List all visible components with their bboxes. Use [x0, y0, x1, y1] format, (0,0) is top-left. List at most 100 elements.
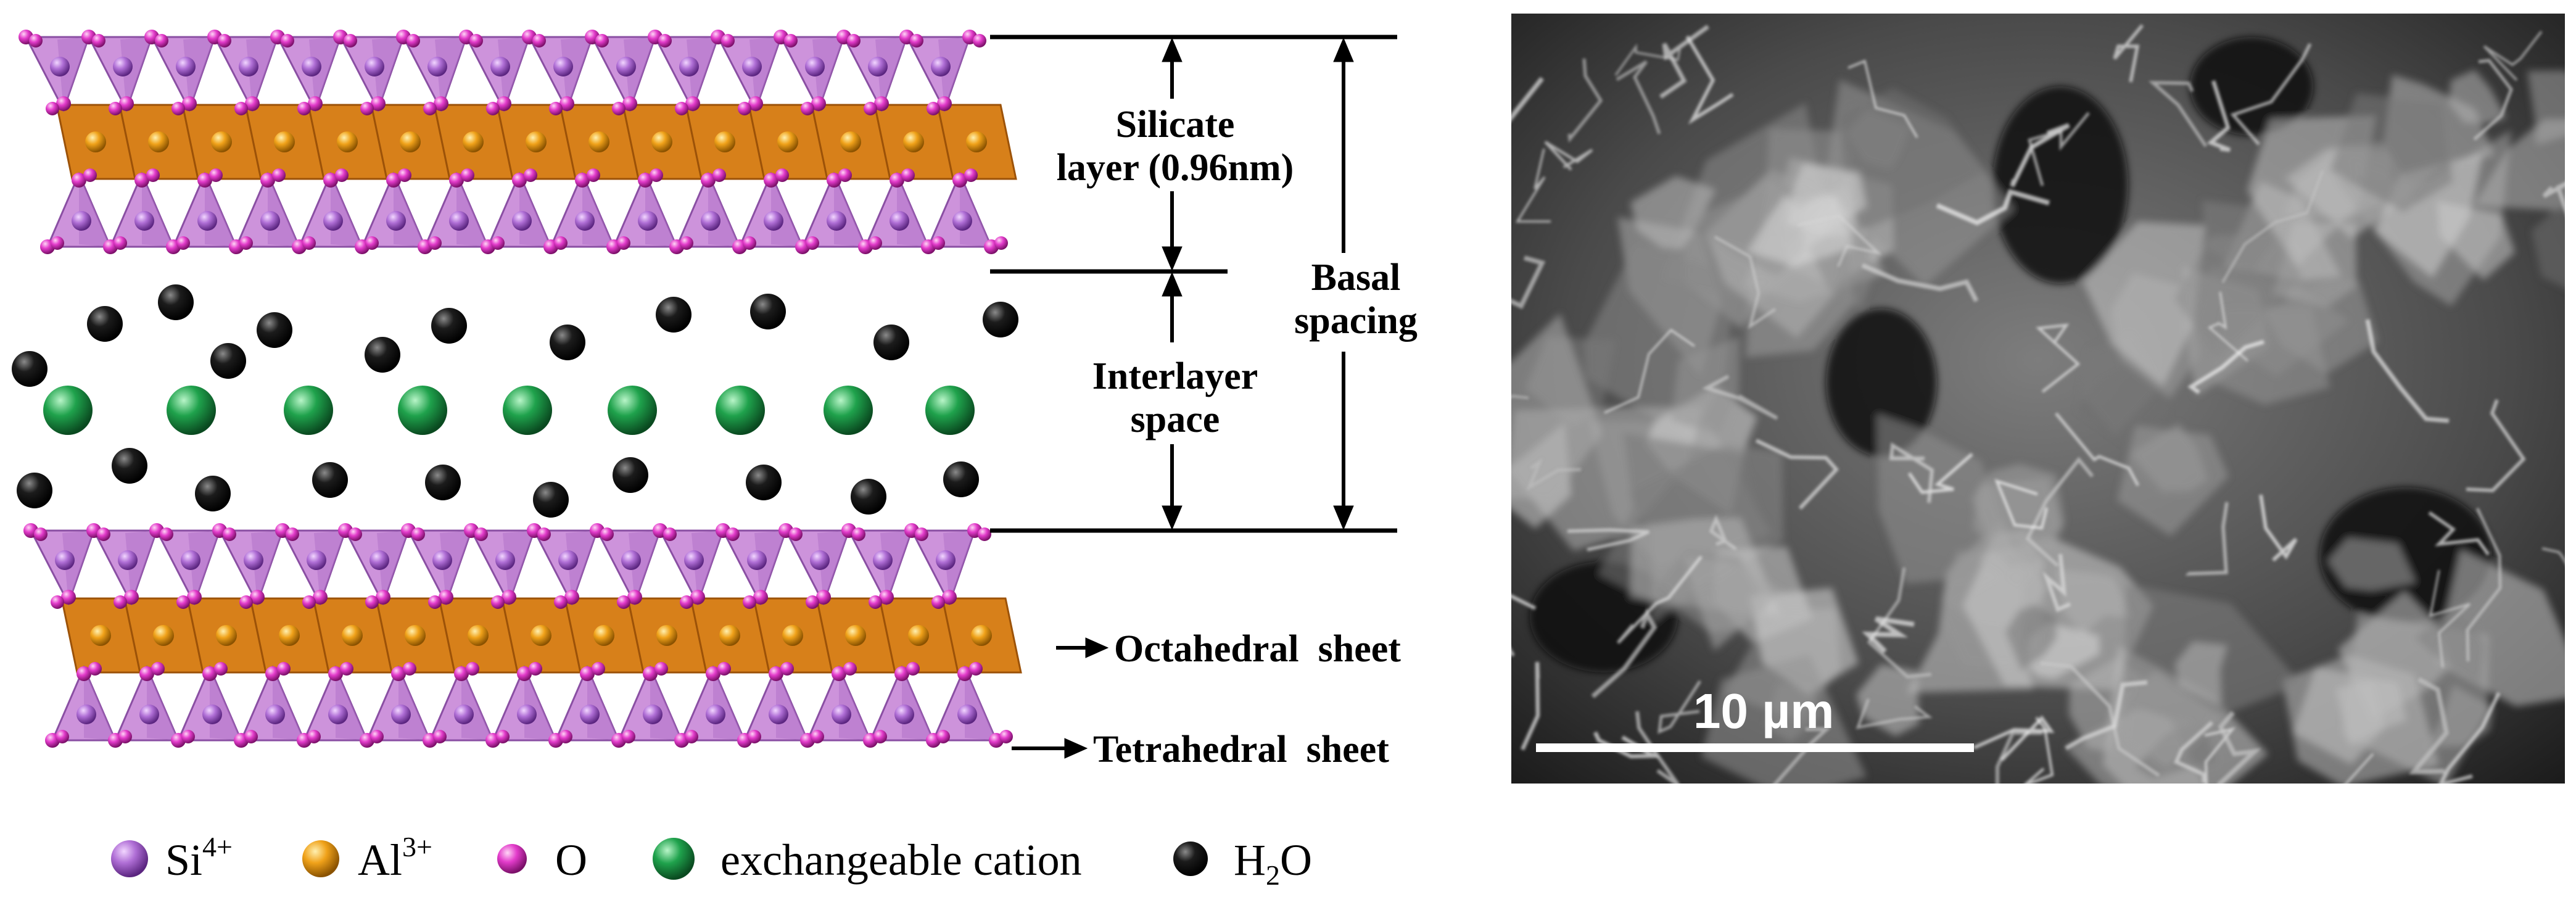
o-atom [391, 666, 406, 681]
o-atom [890, 173, 904, 188]
tetrahedron-face [440, 531, 471, 603]
al-atom [530, 625, 551, 646]
o-atom [617, 236, 630, 250]
o-atom [680, 236, 693, 250]
o-atom [411, 527, 425, 541]
sem-flake [1786, 163, 1867, 235]
tetrahedron-face [120, 37, 152, 110]
o-atom [658, 34, 672, 48]
sem-flake [2282, 655, 2439, 784]
si-atom [769, 705, 788, 724]
sem-flake [2328, 538, 2416, 590]
o-atom [580, 666, 595, 681]
al-atom [903, 131, 924, 152]
tetrahedron-face [812, 37, 844, 110]
o-atom [931, 595, 945, 609]
o-atom [308, 96, 323, 111]
al-atom [279, 625, 300, 646]
o-atom [302, 236, 316, 250]
o-atom [994, 236, 1008, 250]
o-atom [491, 236, 505, 250]
sem-flake-edge [2173, 721, 2214, 784]
si-atom [113, 57, 133, 76]
o-atom [218, 34, 231, 48]
legend-water-swatch [1173, 842, 1208, 876]
sem-flake [1839, 88, 1983, 233]
tetrahedron-face [377, 531, 408, 603]
o-atom [717, 662, 731, 676]
si-atom [832, 705, 851, 724]
silicate-layer-label-2: layer (0.96nm) [1057, 147, 1294, 189]
o-atom [685, 730, 698, 743]
o-atom [726, 527, 740, 541]
o-atom [952, 173, 967, 188]
sem-flake-edge [1604, 329, 1695, 414]
tetrahedron-face [691, 531, 723, 603]
sem-flake-edge [2148, 81, 2208, 147]
si-atom [176, 57, 196, 76]
sem-flake-edge [1847, 59, 1918, 138]
o-atom [29, 34, 43, 48]
silicate-arrow-head-up [1162, 37, 1183, 62]
o-atom [474, 527, 488, 541]
si-atom [202, 705, 222, 724]
o-atom [146, 168, 160, 182]
o-atom [680, 595, 693, 609]
o-atom [879, 590, 894, 605]
o-atom [811, 96, 826, 111]
si-atom [580, 705, 600, 724]
si-atom [265, 705, 285, 724]
sem-flake [1630, 176, 1715, 249]
o-atom [575, 173, 590, 188]
o-atom [119, 96, 134, 111]
o-atom [439, 590, 453, 605]
o-atom [816, 590, 831, 605]
sem-flake-edge [1755, 439, 1839, 510]
al-atom [966, 131, 987, 152]
o-atom [874, 96, 889, 111]
bottom-silicate-layer [23, 523, 1022, 748]
o-atom [297, 102, 311, 115]
o-atom [675, 102, 688, 115]
o-atom [537, 527, 551, 541]
o-atom [370, 730, 384, 743]
exchangeable-cation [925, 386, 975, 435]
tetrahedron-face [62, 531, 94, 603]
o-atom [650, 168, 663, 182]
o-atom [936, 730, 950, 743]
si-atom [616, 57, 636, 76]
sem-flake-edge [1973, 715, 2055, 761]
si-atom [638, 211, 658, 231]
sem-flake-edge [1714, 236, 1777, 329]
o-atom [969, 662, 983, 676]
o-atom [497, 96, 511, 111]
o-atom [433, 730, 447, 743]
o-atom [753, 590, 768, 605]
tetrahedron-face [880, 531, 912, 603]
sem-flake-edge [1936, 189, 2050, 226]
o-atom [999, 730, 1013, 743]
legend-o-swatch [497, 844, 527, 874]
o-atom [449, 173, 464, 188]
al-atom [651, 131, 672, 152]
sem-flake [2174, 232, 2302, 360]
o-atom [56, 96, 71, 111]
legend-o-label: O [555, 835, 587, 885]
o-atom [617, 595, 630, 609]
si-atom [181, 550, 200, 570]
o-atom [532, 34, 546, 48]
al-atom [337, 131, 358, 152]
o-atom [894, 666, 909, 681]
al-atom [400, 131, 421, 152]
o-atom [910, 34, 923, 48]
o-atom [784, 34, 798, 48]
water-molecule [613, 457, 648, 493]
sem-flake-edge [1511, 76, 1545, 122]
si-atom [957, 705, 977, 724]
al-atom [85, 131, 106, 152]
legend-si-swatch [111, 840, 148, 877]
water-molecule [431, 308, 467, 344]
water-molecule [983, 302, 1018, 337]
o-atom [789, 527, 803, 541]
o-atom [134, 173, 149, 188]
